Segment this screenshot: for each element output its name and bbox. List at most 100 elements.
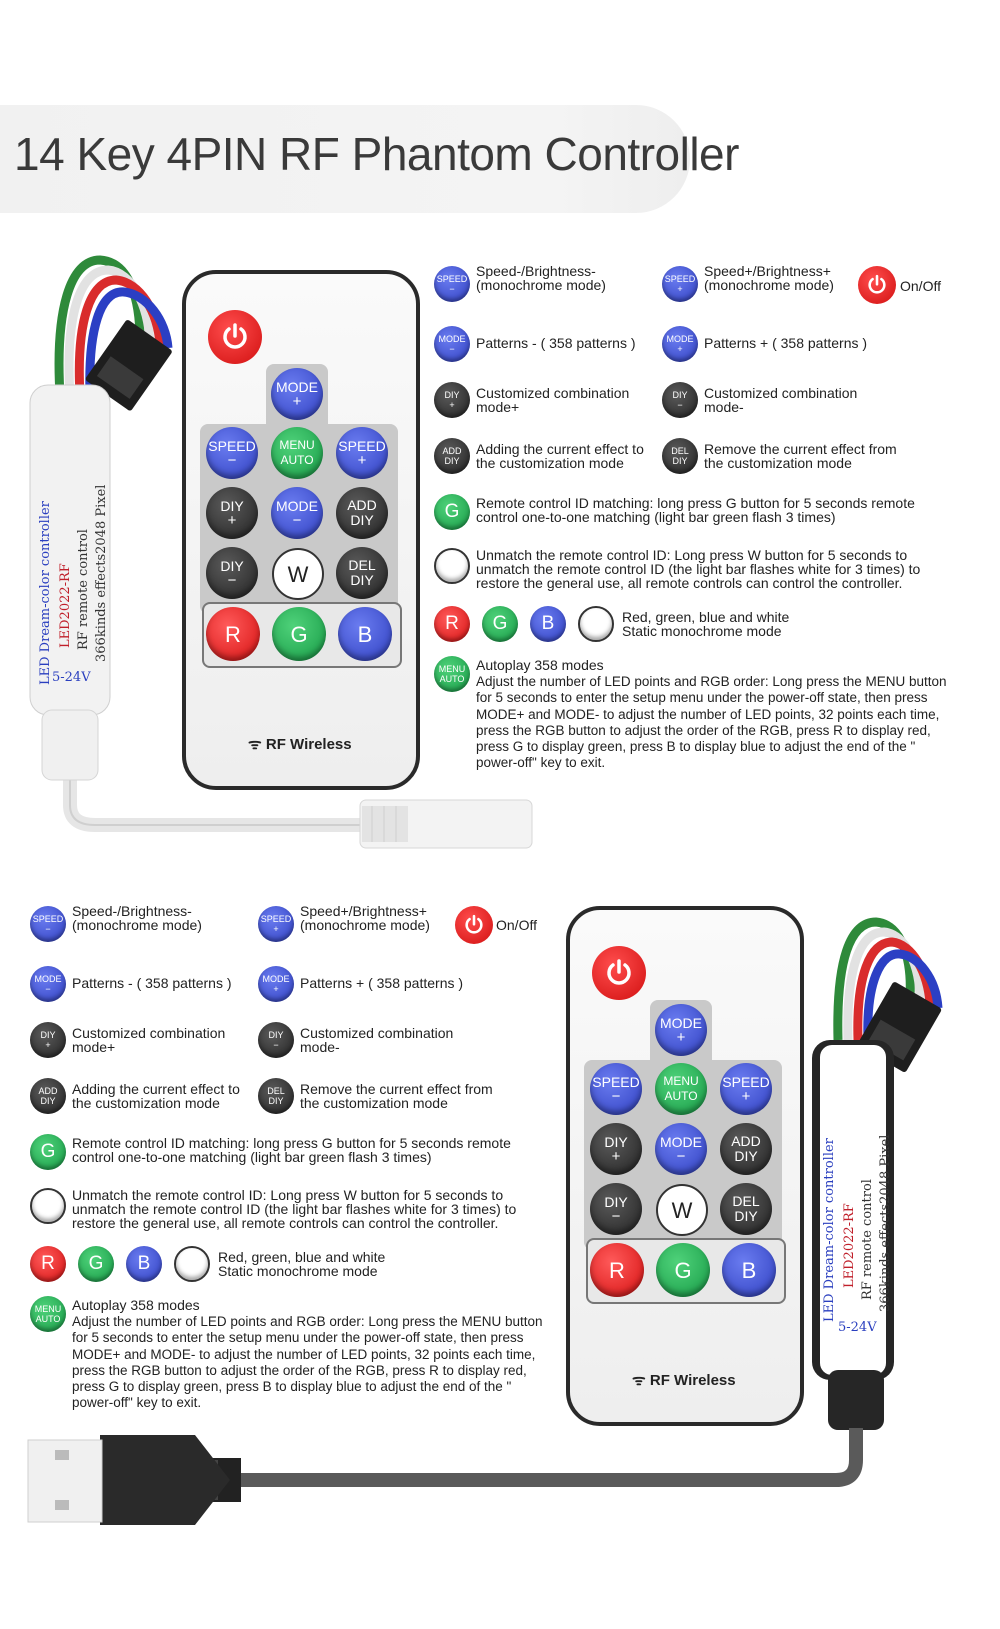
w-icon: W	[434, 548, 470, 584]
legend2-mode-up-text: Patterns + ( 358 patterns )	[300, 975, 464, 991]
module-label-top-2: LED2022-RF	[58, 563, 73, 648]
module2-line1: LED Dream-color controller	[822, 1138, 837, 1322]
legend-menu-text: Adjust the number of LED points and RGB …	[476, 674, 947, 771]
legend-speed-up-text: Speed+/Brightness+ (monochrome mode)	[704, 263, 834, 293]
g-button-2[interactable]: G	[656, 1243, 710, 1297]
mode-down-button[interactable]: MODE−	[271, 487, 323, 539]
page-title: 14 Key 4PIN RF Phantom Controller	[14, 128, 739, 180]
speed-up-button[interactable]: SPEED+	[336, 427, 388, 479]
legend-add-diy-text: Adding the current effect to the customi…	[476, 441, 644, 471]
w-button[interactable]: W	[272, 548, 324, 600]
speed-down-icon: SPEED−	[434, 266, 470, 302]
legend2-del-diy-text: Remove the current effect from the custo…	[300, 1081, 493, 1111]
mode-down-button-2[interactable]: MODE−	[655, 1123, 707, 1175]
speed-down-button[interactable]: SPEED−	[206, 427, 258, 479]
onoff-icon	[858, 266, 896, 304]
module-voltage-bottom: 5-24V	[838, 1320, 877, 1335]
module-line2: LED2022-RF	[58, 563, 73, 648]
mode-down-icon: MODE−	[434, 326, 470, 362]
power-button[interactable]	[208, 310, 262, 364]
legend2-menu-text: Adjust the number of LED points and RGB …	[72, 1314, 543, 1411]
title-banner: 14 Key 4PIN RF Phantom Controller	[0, 105, 739, 213]
w-icon-4: W	[174, 1246, 210, 1282]
module-label-bottom: LED Dream-color controller	[822, 1138, 837, 1322]
speed-up-button-2[interactable]: SPEED+	[720, 1063, 772, 1115]
legend2-diy-up-text: Customized combination mode+	[72, 1025, 226, 1055]
g-button[interactable]: G	[272, 607, 326, 661]
legend-w-text: Unmatch the remote control ID: Long pres…	[476, 547, 921, 591]
b-button[interactable]: B	[338, 607, 392, 661]
legend-diy-up-text: Customized combination mode+	[476, 385, 630, 415]
module2-line3: RF remote control	[860, 1179, 875, 1300]
legend2-add-diy-text: Adding the current effect to the customi…	[72, 1081, 240, 1111]
g-icon-3: G	[30, 1134, 66, 1170]
legend2-speed-down-text: Speed-/Brightness- (monochrome mode)	[72, 903, 202, 933]
power-button-2[interactable]	[592, 946, 646, 1000]
r-icon: R	[434, 606, 470, 642]
diy-up-icon-2: DIY+	[30, 1022, 66, 1058]
r-button-2[interactable]: R	[590, 1243, 644, 1297]
mode-up-button-2[interactable]: MODE+	[655, 1004, 707, 1056]
diy-up-icon: DIY+	[434, 382, 470, 418]
top-product-graphic	[29, 255, 533, 849]
w-icon-3: W	[30, 1188, 66, 1224]
speed-down-button-2[interactable]: SPEED−	[590, 1063, 642, 1115]
diy-down-button[interactable]: DIY−	[206, 547, 258, 599]
module2-line2: LED2022-RF	[842, 1203, 857, 1288]
module-label-bottom-2: LED2022-RF	[842, 1203, 857, 1288]
module-label-top: LED Dream-color controller	[38, 501, 53, 685]
power-icon	[223, 323, 247, 349]
wifi-icon: ᯤ	[248, 736, 266, 753]
g-icon-2: G	[482, 606, 518, 642]
module-label-top-4: 366kinds effects2048 Pixel	[94, 485, 109, 662]
mode-up-button[interactable]: MODE+	[271, 368, 323, 420]
b-button-2[interactable]: B	[722, 1243, 776, 1297]
bottom-product-graphic	[27, 917, 943, 1525]
module-line1: LED Dream-color controller	[38, 501, 53, 685]
onoff-icon-2	[455, 906, 493, 944]
module-label-bottom-4: 366kinds effects2048 Pixel	[878, 1135, 893, 1312]
speed-up-icon: SPEED+	[662, 266, 698, 302]
diy-down-button-2[interactable]: DIY−	[590, 1183, 642, 1235]
legend-diy-down-text: Customized combination mode-	[704, 385, 858, 415]
diy-up-button[interactable]: DIY+	[206, 487, 258, 539]
diy-down-icon-2: DIY−	[258, 1022, 294, 1058]
g-icon-4: G	[78, 1246, 114, 1282]
mode-down-icon-2: MODE−	[30, 966, 66, 1002]
module-voltage-top: 5-24V	[52, 670, 91, 685]
g-icon: G	[434, 494, 470, 530]
legend2-w-text: Unmatch the remote control ID: Long pres…	[72, 1187, 517, 1231]
speed-down-icon-2: SPEED−	[30, 906, 66, 942]
diy-up-button-2[interactable]: DIY+	[590, 1123, 642, 1175]
mode-up-icon-2: MODE+	[258, 966, 294, 1002]
rf-wireless-label-2: ᯤ RF Wireless	[632, 1372, 736, 1389]
r-icon-2: R	[30, 1246, 66, 1282]
b-icon-2: B	[126, 1246, 162, 1282]
b-icon: B	[530, 606, 566, 642]
w-button-2[interactable]: W	[656, 1184, 708, 1236]
rf-wireless-label: ᯤ RF Wireless	[248, 736, 352, 753]
speed-up-icon-2: SPEED+	[258, 906, 294, 942]
legend2-diy-down-text: Customized combination mode-	[300, 1025, 454, 1055]
module2-line4: 366kinds effects2048 Pixel	[878, 1134, 893, 1312]
legend-speed-down-text: Speed-/Brightness- (monochrome mode)	[476, 263, 606, 293]
r-button[interactable]: R	[206, 607, 260, 661]
power-icon-2	[607, 959, 631, 985]
module-line3: RF remote control	[76, 529, 91, 650]
module-label-bottom-3: RF remote control	[860, 1179, 875, 1300]
legend-mode-down-text: Patterns - ( 358 patterns )	[476, 335, 636, 351]
legend2-g-text: Remote control ID matching: long press G…	[72, 1135, 511, 1165]
